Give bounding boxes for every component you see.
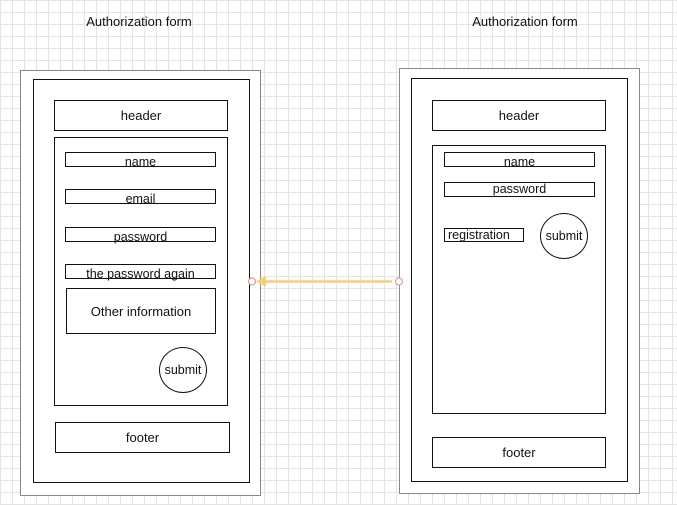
right-registration-link[interactable]: registration — [444, 228, 524, 242]
right-form-title: Authorization form — [472, 14, 578, 29]
left-other-information[interactable]: Other information — [66, 288, 216, 334]
right-password-field[interactable]: password — [444, 182, 595, 197]
left-email-field[interactable]: email — [65, 189, 216, 206]
connector-arrowhead — [256, 276, 266, 287]
right-header: header — [432, 100, 606, 131]
left-password-field[interactable]: password — [65, 227, 216, 244]
left-footer: footer — [55, 422, 230, 453]
connector-start-point — [394, 277, 404, 286]
right-footer: footer — [432, 437, 606, 468]
right-submit-button[interactable]: submit — [540, 213, 588, 259]
left-header: header — [54, 100, 228, 131]
right-name-field[interactable]: name — [444, 152, 595, 169]
left-form-title: Authorization form — [86, 14, 192, 29]
left-password-again-field[interactable]: the password again — [65, 264, 216, 281]
left-submit-button[interactable]: submit — [159, 347, 207, 393]
left-name-field[interactable]: name — [65, 152, 216, 169]
connector-end-point — [247, 277, 257, 286]
